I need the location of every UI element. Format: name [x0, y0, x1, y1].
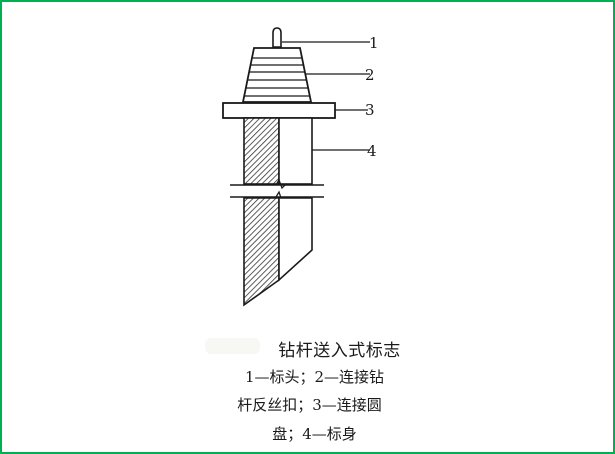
figure-title: 钻杆送入式标志: [278, 341, 401, 361]
callout-2: 2: [365, 66, 375, 84]
leader-lines: [282, 41, 370, 151]
callout-3: 3: [365, 101, 375, 119]
legend-line-1: 1—标头；2—连接钻: [244, 368, 385, 386]
callout-1: 1: [369, 34, 379, 52]
legend-line-2: 杆反丝扣；3—连接圆: [237, 396, 382, 414]
legend-line-3: 盘；4—标身: [272, 425, 357, 443]
smudge: [205, 338, 260, 354]
marker-head: [272, 27, 282, 48]
callout-4: 4: [367, 142, 377, 160]
threaded-connector: [241, 47, 313, 103]
marker-body: [230, 117, 324, 307]
connecting-disc: [222, 102, 336, 119]
drill-rod-marker-diagram: [222, 27, 370, 307]
